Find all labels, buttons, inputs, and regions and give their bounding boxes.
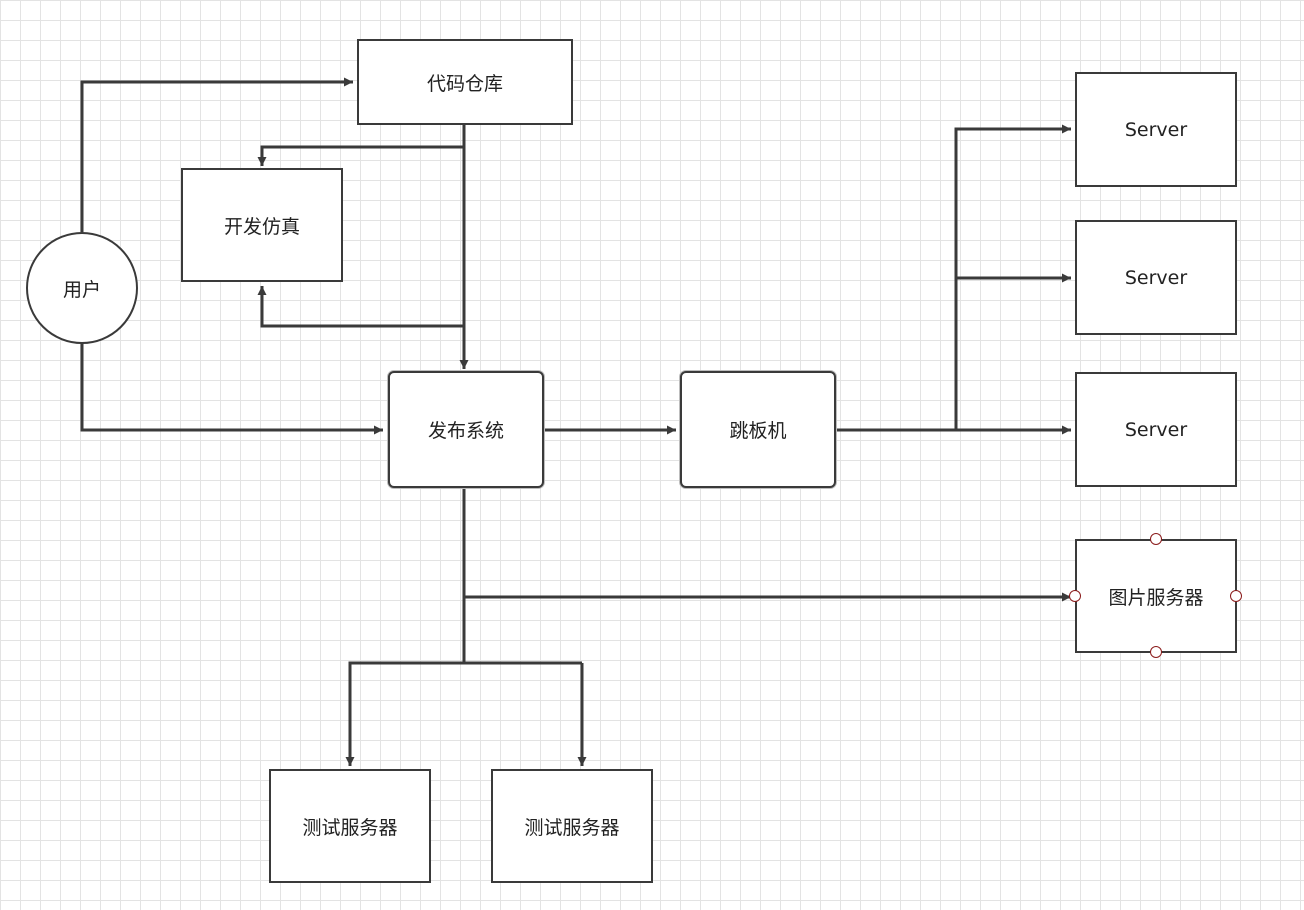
- test-server-node-2[interactable]: 测试服务器: [491, 769, 653, 883]
- edge-user-to-code-repo[interactable]: [80, 77, 353, 232]
- dev-sim-node-label: 开发仿真: [223, 215, 300, 238]
- user-node-label: 用户: [62, 278, 101, 301]
- edge-code-repo-to-dev-sim[interactable]: [257, 125, 466, 166]
- dev-sim-node[interactable]: 开发仿真: [181, 168, 343, 282]
- test-server-node-1[interactable]: 测试服务器: [269, 769, 431, 883]
- image-server-node[interactable]: 图片服务器: [1075, 539, 1237, 653]
- server-node-3-label: Server: [1124, 418, 1188, 441]
- code-repo-node[interactable]: 代码仓库: [357, 39, 573, 125]
- release-system-node-label: 发布系统: [427, 420, 504, 442]
- image-server-node-label: 图片服务器: [1108, 586, 1204, 609]
- selection-handle-right[interactable]: [1230, 590, 1242, 602]
- server-node-1-label: Server: [1124, 118, 1188, 141]
- jump-host-node[interactable]: 跳板机: [680, 371, 836, 488]
- edge-release-to-test-server-1[interactable]: [345, 661, 582, 766]
- jump-host-node-label: 跳板机: [729, 420, 787, 442]
- server-node-3[interactable]: Server: [1075, 372, 1237, 487]
- test-server-node-1-label: 测试服务器: [302, 816, 398, 839]
- user-node[interactable]: 用户: [26, 232, 138, 344]
- test-server-node-2-label: 测试服务器: [524, 816, 620, 839]
- release-system-node[interactable]: 发布系统: [388, 371, 544, 488]
- selection-handle-bottom[interactable]: [1150, 646, 1162, 658]
- code-repo-node-label: 代码仓库: [426, 72, 503, 95]
- server-node-1[interactable]: Server: [1075, 72, 1237, 187]
- edge-release-to-dev-sim[interactable]: [257, 286, 464, 328]
- server-node-2[interactable]: Server: [1075, 220, 1237, 335]
- server-node-2-label: Server: [1124, 266, 1188, 289]
- selection-handle-left[interactable]: [1069, 590, 1081, 602]
- edge-jump-host-to-server-1[interactable]: [954, 124, 1071, 430]
- edge-user-to-release-system[interactable]: [80, 343, 383, 435]
- selection-handle-top[interactable]: [1150, 533, 1162, 545]
